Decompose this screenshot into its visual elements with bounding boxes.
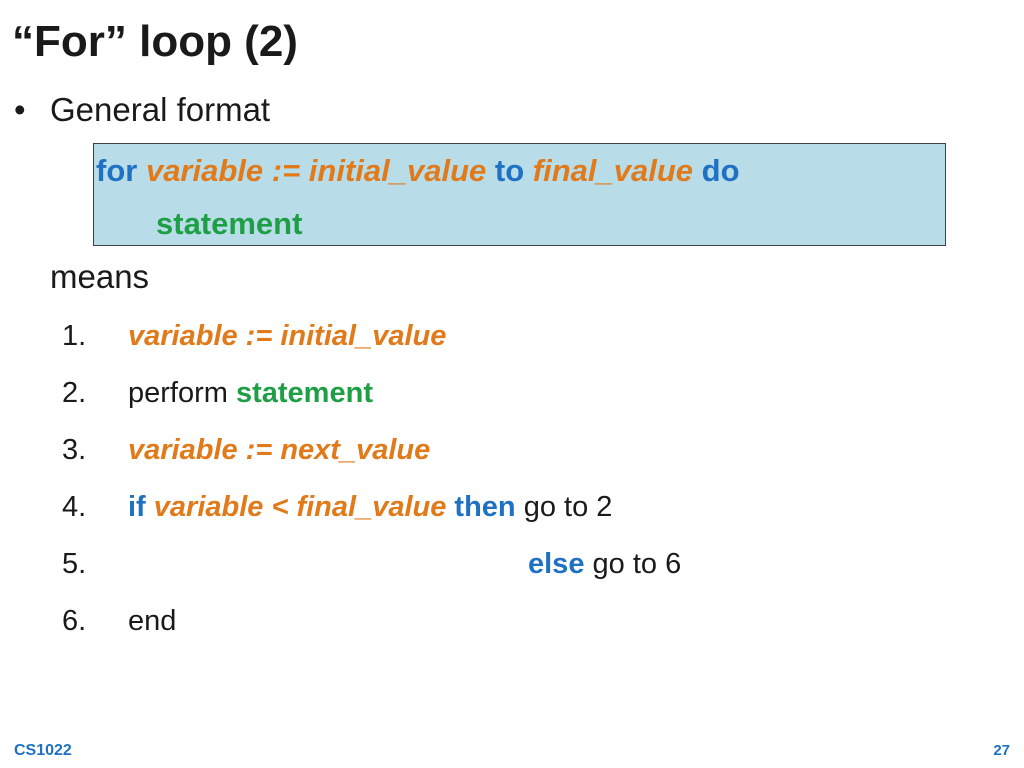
code-line-1: for variable := initial_value to final_v… <box>96 151 740 191</box>
step-number: 2. <box>62 377 87 409</box>
step-number: 3. <box>62 434 87 466</box>
step-variable: variable := next_value <box>128 434 431 466</box>
footer-page-number: 27 <box>993 742 1010 759</box>
step-text: end <box>128 605 177 637</box>
step-variable: variable < final_value <box>153 491 447 523</box>
step-variable: variable := initial_value <box>128 320 447 352</box>
step-number: 6. <box>62 605 87 637</box>
bullet-general-format: • General format <box>14 88 270 132</box>
footer-course: CS1022 <box>14 742 72 759</box>
code-line-2: statement <box>156 204 302 244</box>
keyword-do: do <box>701 153 740 188</box>
keyword-to: to <box>494 153 525 188</box>
keyword-then: then <box>454 491 516 523</box>
keyword-for: for <box>96 153 138 188</box>
bullet-dot: • <box>14 91 26 128</box>
keyword-if: if <box>128 491 146 523</box>
step-statement: statement <box>235 377 373 409</box>
step-text: perform <box>128 377 228 409</box>
step-text: go to 6 <box>592 548 682 580</box>
slide-title: “For” loop (2) <box>12 17 298 66</box>
code-variable-init: variable := initial_value <box>145 153 487 188</box>
code-statement: statement <box>156 206 303 241</box>
step-text: go to 2 <box>523 491 613 523</box>
means-label: means <box>50 258 150 295</box>
bullet-text: General format <box>50 91 271 128</box>
general-format-code-box: for variable := initial_value to final_v… <box>93 143 946 246</box>
code-final-value: final_value <box>532 153 694 188</box>
keyword-else: else <box>528 548 585 580</box>
step-number: 1. <box>62 320 87 352</box>
step-number: 4. <box>62 491 87 523</box>
step-number: 5. <box>62 548 87 580</box>
